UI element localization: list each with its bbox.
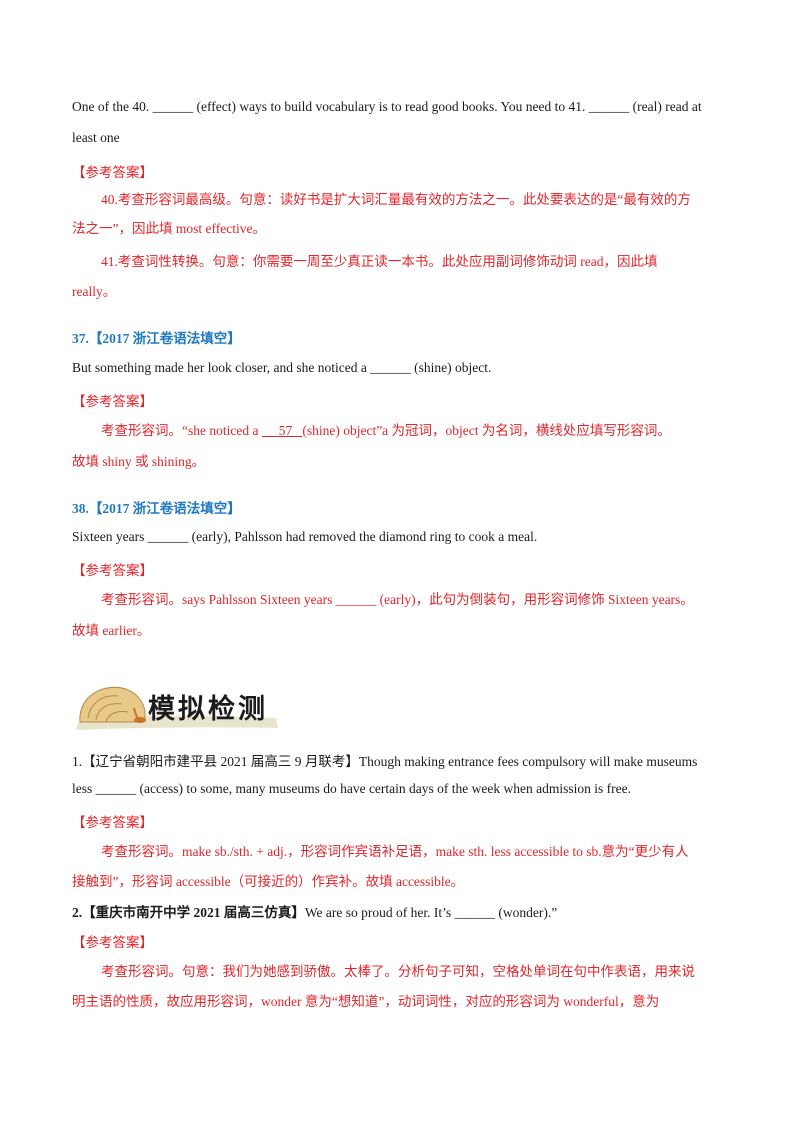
answer-label: 【参考答案】 bbox=[72, 815, 153, 830]
q41-answer-line1: 41.考查词性转换。句意：你需要一周至少真正读一本书。此处应用副词修饰动词 re… bbox=[101, 254, 658, 269]
q2-heading: 2.【重庆市南开中学 2021 届高三仿真】 bbox=[72, 905, 305, 920]
q37-answer-blank: 57 bbox=[261, 423, 303, 438]
answer-label: 【参考答案】 bbox=[72, 563, 153, 578]
q1-answer-line2: 接触到”，形容词 accessible（可接近的）作宾补。故填 accessib… bbox=[72, 874, 465, 889]
q2-question-text: We are so proud of her. It’s ______ (won… bbox=[304, 905, 558, 920]
q2-answer-line1: 考查形容词。句意：我们为她感到骄傲。太棒了。分析句子可知，空格处单词在句中作表语… bbox=[101, 964, 695, 979]
q2-answer-line2: 明主语的性质，故应用形容词，wonder 意为“想知道”，动词词性，对应的形容词… bbox=[72, 994, 660, 1009]
q1-answer-line1: 考查形容词。make sb./sth. + adj.，形容词作宾语补足语，mak… bbox=[101, 844, 689, 859]
shell-banner-icon bbox=[76, 686, 278, 730]
answer-label: 【参考答案】 bbox=[72, 935, 153, 950]
q40-question-line2: least one bbox=[72, 130, 120, 145]
q1-question-text: 1.【辽宁省朝阳市建平县 2021 届高三 9 月联考】Though makin… bbox=[72, 754, 698, 769]
q2-question: 2.【重庆市南开中学 2021 届高三仿真】We are so proud of… bbox=[72, 901, 557, 921]
q40-answer-line1: 40.考查形容词最高级。句意：读好书是扩大词汇量最有效的方法之一。此处要表达的是… bbox=[101, 192, 691, 207]
q40-question-line1: One of the 40. ______ (effect) ways to b… bbox=[72, 99, 702, 114]
q37-answer-post: (shine) object”a 为冠词，object 为名词，横线处应填写形容… bbox=[302, 423, 671, 438]
q37-question: But something made her look closer, and … bbox=[72, 360, 492, 375]
q38-answer-line1: 考查形容词。says Pahlsson Sixteen years ______… bbox=[101, 592, 694, 607]
answer-label: 【参考答案】 bbox=[72, 394, 153, 409]
q37-answer-pre: 考查形容词。“she noticed a bbox=[101, 423, 262, 438]
q1-question-line2: less ______ (access) to some, many museu… bbox=[72, 781, 631, 796]
section-title: 模拟检测 bbox=[148, 694, 268, 725]
q40-answer-line2: 法之一”，因此填 most effective。 bbox=[72, 221, 266, 236]
q38-heading: 38.【2017 浙江卷语法填空】 bbox=[72, 501, 241, 516]
q37-answer-line1: 考查形容词。“she noticed a 57 (shine) object”a… bbox=[101, 419, 671, 439]
q37-heading: 37.【2017 浙江卷语法填空】 bbox=[72, 331, 241, 346]
q1-question-line1: 1.【辽宁省朝阳市建平县 2021 届高三 9 月联考】Though makin… bbox=[72, 750, 697, 770]
q38-answer-line2: 故填 earlier。 bbox=[72, 623, 151, 638]
q41-answer-line2: really。 bbox=[72, 284, 117, 299]
q38-question: Sixteen years ______ (early), Pahlsson h… bbox=[72, 529, 538, 544]
q37-answer-line2: 故填 shiny 或 shining。 bbox=[72, 454, 206, 469]
answer-label: 【参考答案】 bbox=[72, 165, 153, 180]
